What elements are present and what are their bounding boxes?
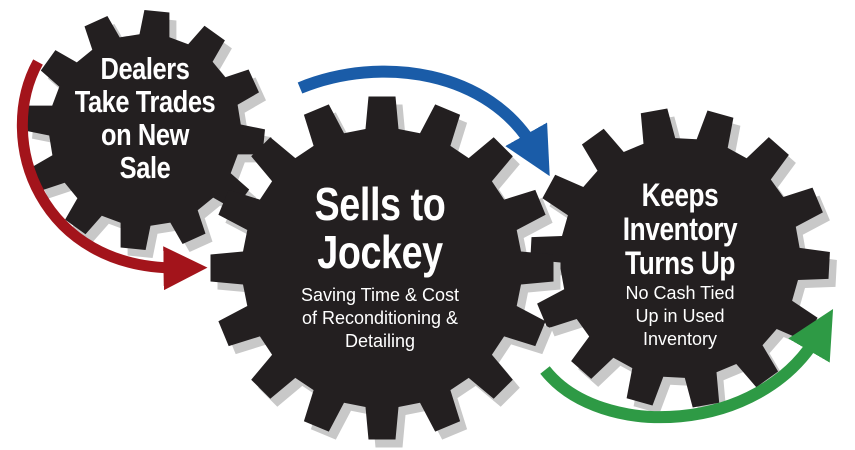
gear-2-title-line: Jockey: [317, 226, 443, 278]
gear-2-subtitle-line: Saving Time & Cost: [300, 285, 460, 305]
gear-3-title-line: Turns Up: [625, 245, 735, 281]
gear-3-subtitle-line: No Cash Tied: [625, 283, 735, 303]
gear-3-text: Keeps Inventory Turns Up No Cash Tied Up…: [590, 178, 770, 351]
gear-3-subtitle-line: Inventory: [642, 329, 718, 349]
red-arrow: [16, 59, 208, 291]
gear-3-title-line: Inventory: [622, 211, 738, 247]
gear-1-title-line: Sale: [119, 150, 171, 185]
gear-3-title-line: Keeps: [641, 177, 719, 213]
gear-1-title-line: Take Trades: [74, 84, 216, 119]
gear-2-subtitle-line: Detailing: [344, 331, 416, 351]
gear-icon: [210, 96, 554, 440]
gear-1-title-line: on New: [101, 117, 189, 152]
green-arrow: [540, 309, 834, 424]
gear-icon: [25, 10, 265, 250]
gear-3-subtitle-line: Up in Used: [635, 306, 725, 326]
gear-2-text: Sells to Jockey Saving Time & Cost of Re…: [270, 180, 490, 353]
gear-2-subtitle-line: of Reconditioning &: [301, 308, 459, 328]
gear-1-title-line: Dealers: [100, 51, 190, 86]
blue-arrow: [297, 65, 550, 177]
gear-icon: [530, 108, 830, 408]
gear-2-title-line: Sells to: [314, 178, 446, 230]
gear-1-text: Dealers Take Trades on New Sale: [55, 52, 235, 184]
